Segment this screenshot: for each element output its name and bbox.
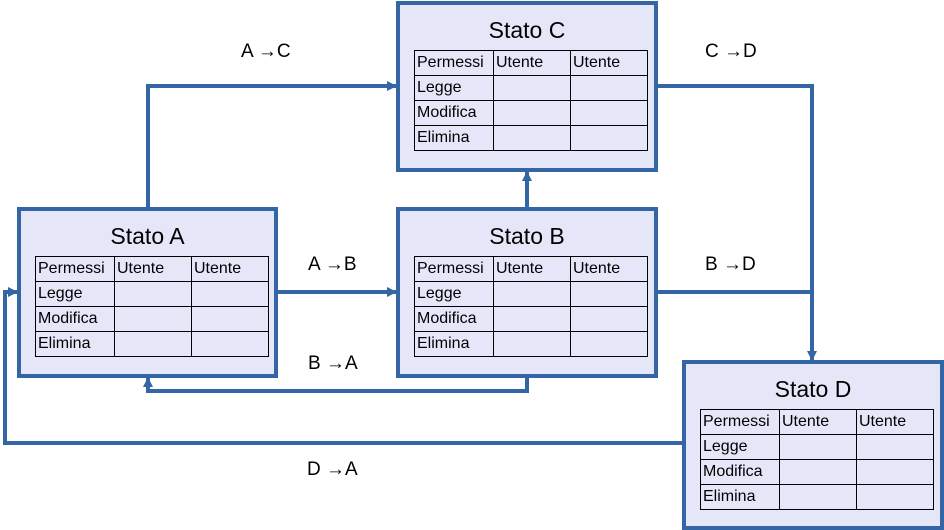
column-header: Utente	[856, 409, 934, 435]
column-header: Utente	[570, 256, 648, 282]
transition-label-b-d: B →D	[705, 254, 756, 275]
table-cell	[493, 281, 571, 307]
table-cell	[779, 484, 857, 510]
table-cell	[493, 125, 571, 151]
row-label: Elimina	[414, 331, 494, 357]
row-label: Legge	[414, 281, 494, 307]
table-cell	[779, 459, 857, 485]
permissions-table: Permessi Utente Utente Legge Modifica El…	[35, 256, 269, 357]
table-cell	[493, 306, 571, 332]
row-label: Modifica	[414, 100, 494, 126]
state-title: Stato B	[489, 223, 565, 249]
table-cell	[856, 434, 934, 460]
row-label: Modifica	[700, 459, 780, 485]
table-cell	[191, 331, 269, 357]
table-cell	[114, 281, 192, 307]
table-row: Elimina	[414, 125, 648, 151]
table-row: Modifica	[700, 459, 934, 485]
table-cell	[191, 306, 269, 332]
state-a: Stato A Permessi Utente Utente Legge Mod…	[17, 207, 278, 378]
edge-c-to-d	[658, 84, 817, 361]
column-header: Permessi	[35, 256, 115, 282]
table-header-row: Permessi Utente Utente	[700, 409, 934, 435]
table-cell	[856, 459, 934, 485]
column-header: Utente	[114, 256, 192, 282]
row-label: Legge	[414, 75, 494, 101]
table-row: Elimina	[700, 484, 934, 510]
row-label: Elimina	[700, 484, 780, 510]
table-cell	[570, 281, 648, 307]
table-row: Legge	[414, 75, 648, 101]
table-cell	[570, 75, 648, 101]
table-cell	[570, 331, 648, 357]
table-cell	[856, 484, 934, 510]
table-header-row: Permessi Utente Utente	[414, 50, 648, 76]
column-header: Utente	[779, 409, 857, 435]
permissions-table: Permessi Utente Utente Legge Modifica El…	[414, 256, 648, 357]
column-header: Utente	[493, 256, 571, 282]
table-cell	[114, 306, 192, 332]
state-title: Stato C	[488, 17, 566, 43]
column-header: Permessi	[414, 256, 494, 282]
table-row: Legge	[700, 434, 934, 460]
permissions-table: Permessi Utente Utente Legge Modifica El…	[414, 50, 648, 151]
row-label: Modifica	[35, 306, 115, 332]
column-header: Utente	[191, 256, 269, 282]
row-label: Modifica	[414, 306, 494, 332]
edge-a-to-c	[146, 81, 397, 207]
row-label: Elimina	[35, 331, 115, 357]
column-header: Permessi	[700, 409, 780, 435]
transition-label-d-a: D →A	[307, 459, 358, 480]
table-cell	[570, 125, 648, 151]
column-header: Utente	[570, 50, 648, 76]
table-row: Legge	[414, 281, 648, 307]
table-row: Modifica	[35, 306, 269, 332]
state-c: Stato C Permessi Utente Utente Legge Mod…	[396, 1, 658, 172]
transition-label-a-b: A →B	[308, 254, 357, 275]
edge-d-to-a	[3, 287, 682, 445]
state-d: Stato D Permessi Utente Utente Legge Mod…	[682, 360, 944, 530]
state-b: Stato B Permessi Utente Utente Legge Mod…	[396, 207, 658, 378]
table-cell	[570, 100, 648, 126]
table-cell	[493, 331, 571, 357]
state-title: Stato D	[774, 376, 852, 402]
table-header-row: Permessi Utente Utente	[35, 256, 269, 282]
column-header: Permessi	[414, 50, 494, 76]
table-row: Elimina	[35, 331, 269, 357]
table-row: Legge	[35, 281, 269, 307]
transition-label-b-a: B →A	[308, 353, 358, 374]
transition-label-c-d: C →D	[705, 41, 757, 62]
table-row: Modifica	[414, 100, 648, 126]
permissions-table: Permessi Utente Utente Legge Modifica El…	[700, 409, 934, 510]
table-row: Modifica	[414, 306, 648, 332]
table-cell	[191, 281, 269, 307]
table-cell	[570, 306, 648, 332]
transition-label-a-c: A →C	[241, 41, 291, 62]
row-label: Legge	[35, 281, 115, 307]
row-label: Elimina	[414, 125, 494, 151]
table-header-row: Permessi Utente Utente	[414, 256, 648, 282]
table-cell	[493, 75, 571, 101]
table-cell	[779, 434, 857, 460]
table-row: Elimina	[414, 331, 648, 357]
column-header: Utente	[493, 50, 571, 76]
table-cell	[493, 100, 571, 126]
edge-b-to-a	[143, 376, 529, 393]
row-label: Legge	[700, 434, 780, 460]
table-cell	[114, 331, 192, 357]
state-title: Stato A	[110, 223, 185, 249]
